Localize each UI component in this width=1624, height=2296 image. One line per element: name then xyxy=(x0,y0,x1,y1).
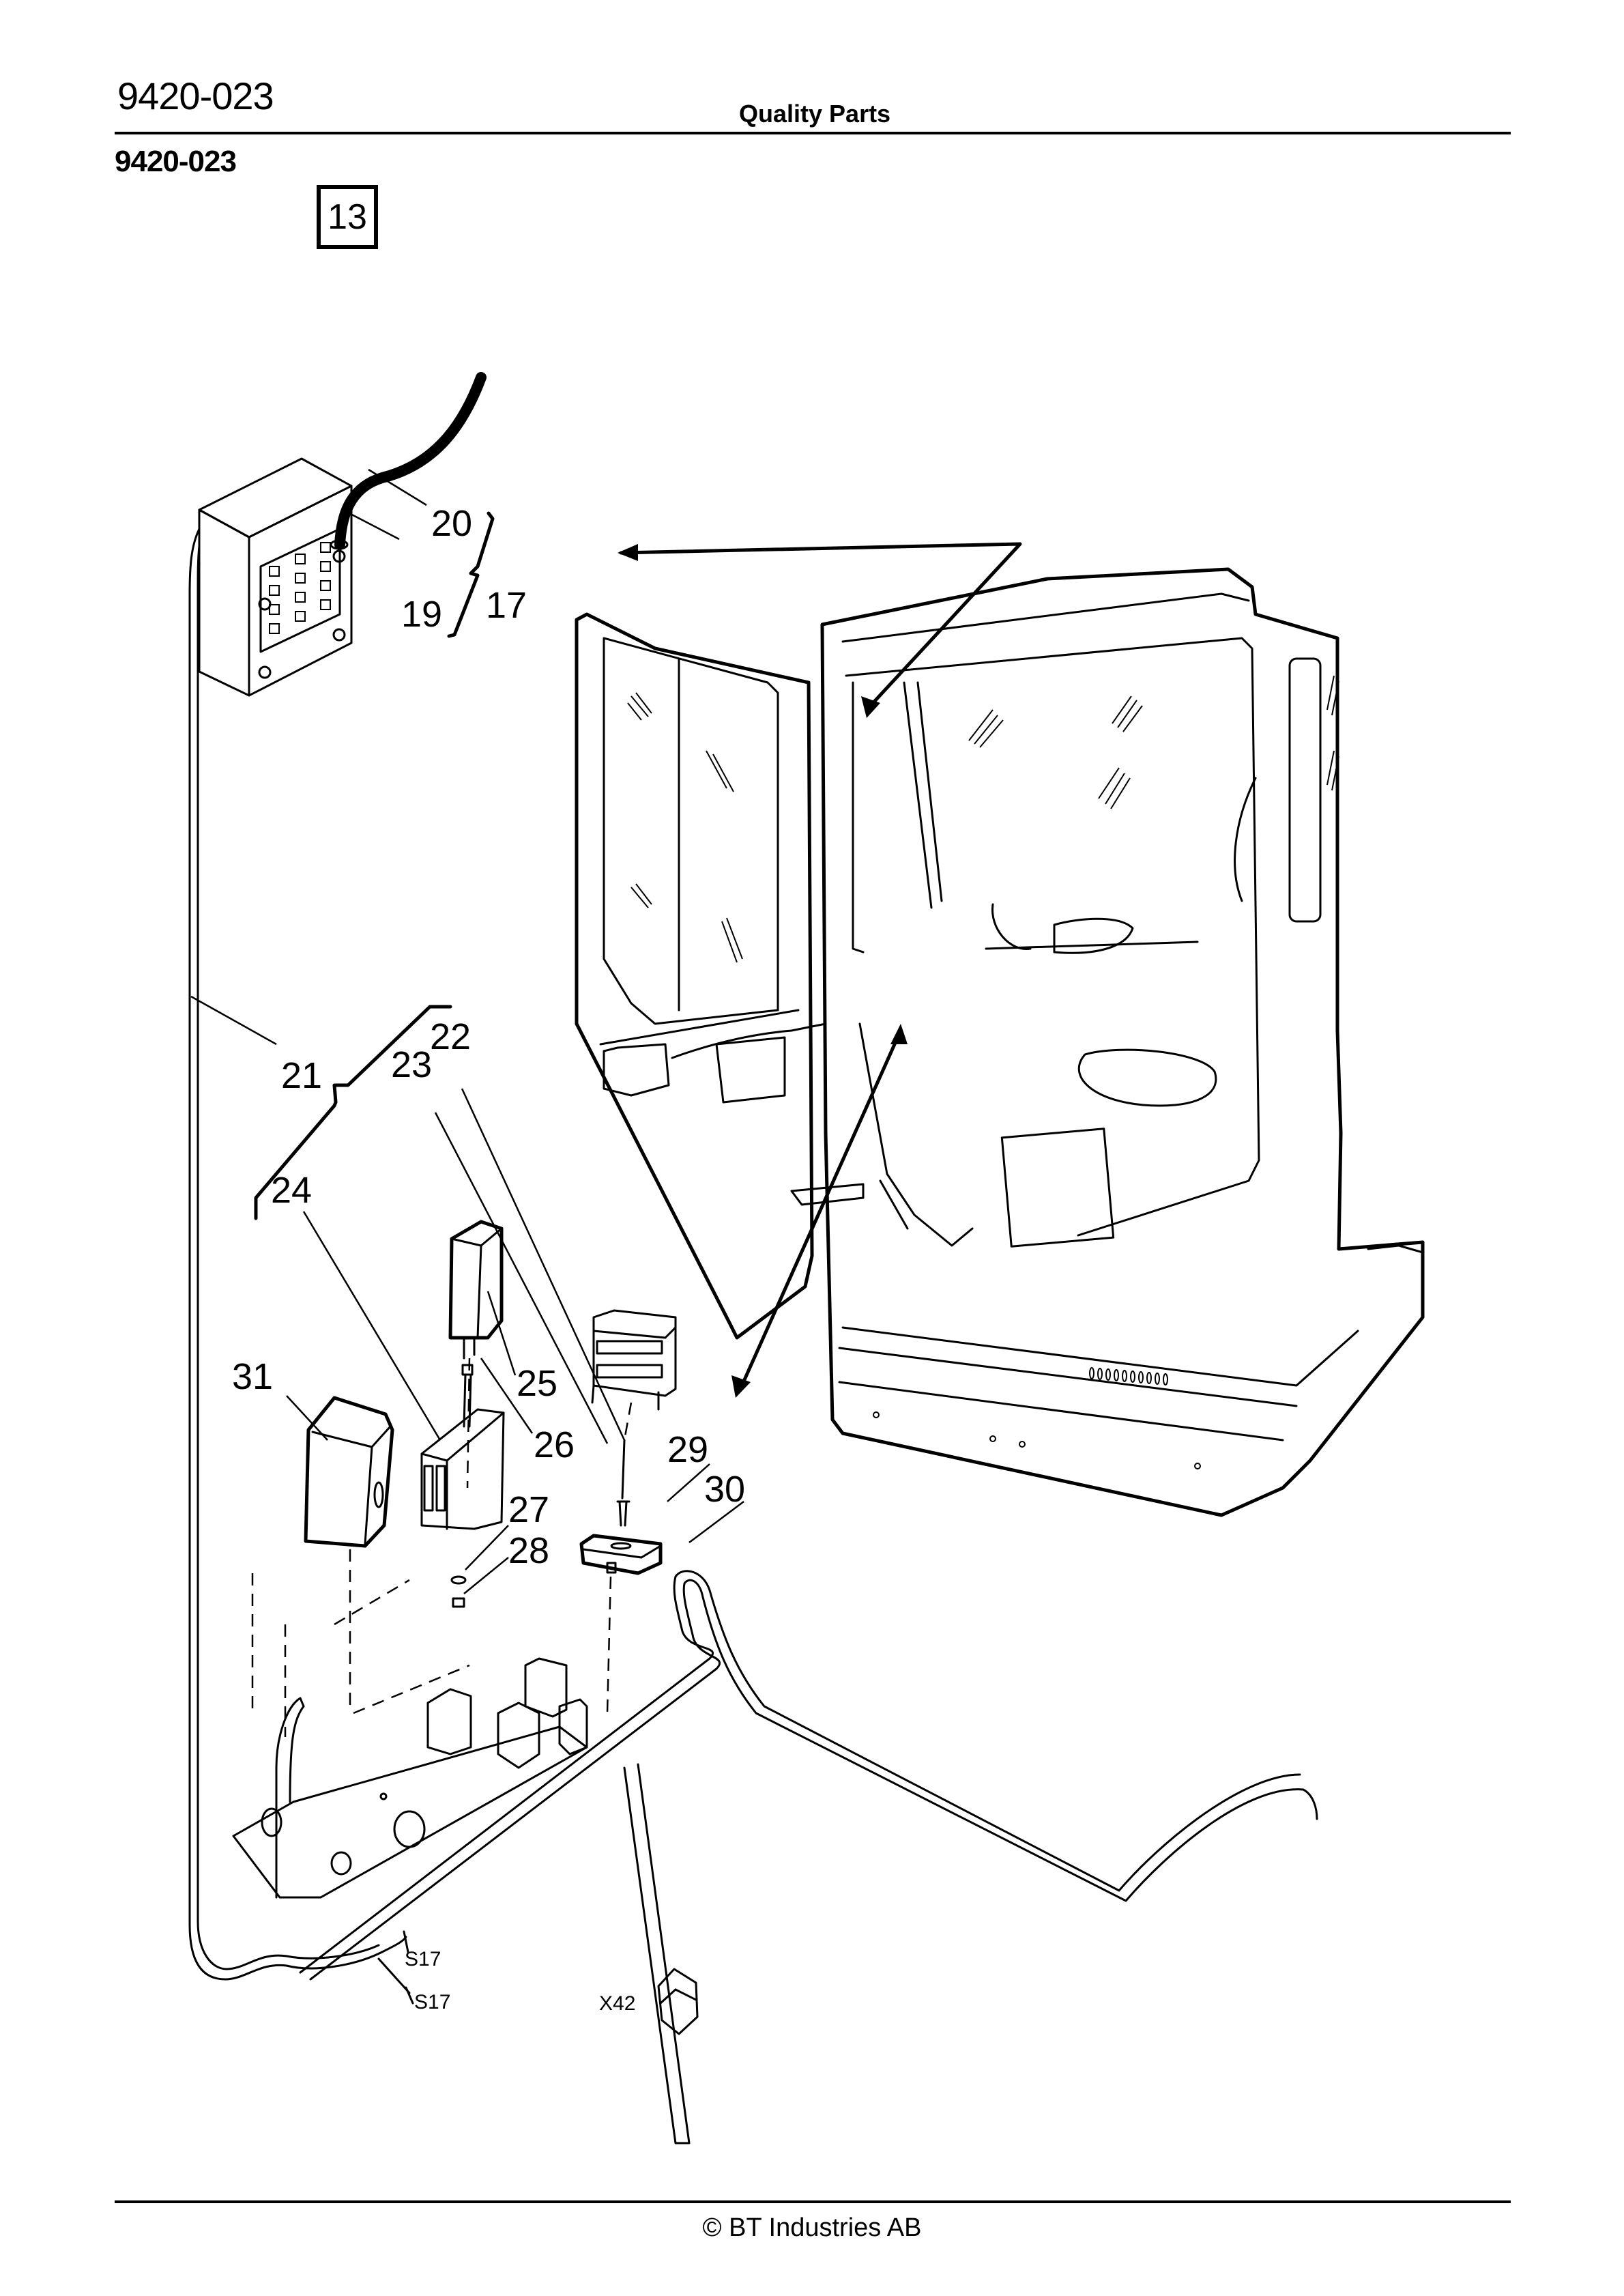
document-code: 9420-023 xyxy=(117,74,274,117)
page-number: 13 xyxy=(328,197,367,237)
cab-outline xyxy=(820,567,1425,1517)
pin-29 xyxy=(616,1439,630,1527)
mounting-plate xyxy=(232,1573,588,1899)
seat xyxy=(1077,1048,1217,1107)
callout-26: 26 xyxy=(534,1424,575,1465)
bracket-17 xyxy=(447,511,495,638)
keypad-cable xyxy=(334,372,487,550)
footer-rule xyxy=(115,2200,1511,2203)
keypad-keys xyxy=(269,542,331,634)
harness-outer xyxy=(188,528,383,1981)
washer-27 xyxy=(450,1575,467,1585)
section-code: 9420-023 xyxy=(115,145,237,178)
label-s17-b: S17 xyxy=(414,1991,450,2013)
bracket-21 xyxy=(254,1005,452,1220)
nut-28 xyxy=(452,1597,465,1608)
glass-hatch xyxy=(627,675,1339,963)
callout-labels: 20 19 17 21 22 23 24 25 26 27 28 29 30 3… xyxy=(232,503,745,1571)
screw-26 xyxy=(461,1364,474,1428)
cab-vent-slots xyxy=(1089,1367,1168,1386)
callout-19: 19 xyxy=(401,594,442,635)
callout-21: 21 xyxy=(281,1055,322,1096)
callout-23: 23 xyxy=(391,1044,432,1085)
callout-25: 25 xyxy=(517,1363,557,1404)
label-s17-a: S17 xyxy=(405,1948,441,1970)
connector-x42 xyxy=(657,1968,699,2035)
relay-25 xyxy=(448,1220,504,1360)
mounting-base-30 xyxy=(579,1534,663,1575)
pointer-arrow-a xyxy=(619,542,1022,712)
callout-30: 30 xyxy=(704,1469,745,1510)
label-x42: X42 xyxy=(599,1992,635,2015)
pointer-arrow-b xyxy=(738,1029,903,1391)
truck-cab xyxy=(575,542,1425,1517)
relay-socket-24 xyxy=(420,1408,505,1530)
callout-31: 31 xyxy=(232,1356,273,1397)
callout-20: 20 xyxy=(431,503,472,544)
callout-29: 29 xyxy=(667,1429,708,1470)
page-number-box: 13 xyxy=(317,185,378,249)
header-rule xyxy=(115,132,1511,134)
harness-x42 xyxy=(623,1763,691,2144)
keypad-face xyxy=(259,528,341,653)
callout-24: 24 xyxy=(271,1170,312,1211)
harness-right-a xyxy=(299,1570,1301,1974)
cab-door xyxy=(575,612,814,1340)
door-keypad-box xyxy=(603,1043,670,1097)
brand-label: Quality Parts xyxy=(739,100,891,128)
copyright-notice: © BT Industries AB xyxy=(702,2213,922,2242)
callout-17: 17 xyxy=(486,585,527,626)
callout-22: 22 xyxy=(430,1016,471,1057)
cover-31 xyxy=(304,1396,394,1548)
callout-28: 28 xyxy=(508,1530,549,1571)
door-relay-box xyxy=(715,1036,786,1104)
callout-27: 27 xyxy=(508,1489,549,1530)
keypad-unit xyxy=(198,372,487,697)
relay-socket-22-23 xyxy=(591,1309,677,1411)
